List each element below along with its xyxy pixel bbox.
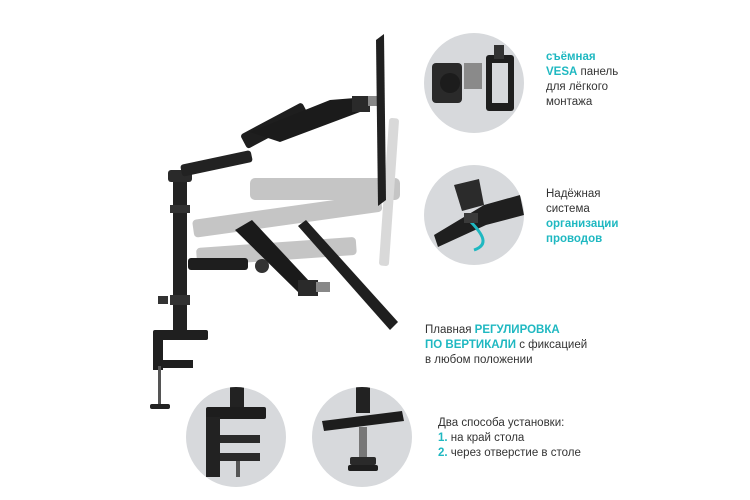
cable-caption-line1: Надёжная	[546, 188, 601, 200]
vesa-caption: съёмная VESA панель для лёгкого монтажа	[546, 50, 618, 110]
vesa-plate-icon	[432, 45, 514, 111]
mount-caption: Два способа установки: 1. на край стола …	[438, 416, 581, 461]
vesa-caption-line2-accent: VESA	[546, 66, 578, 78]
mount-option-2-label: через отверстие в столе	[450, 447, 581, 459]
vesa-plate-circle	[424, 33, 524, 133]
dual-monitor-arm-icon	[150, 34, 400, 409]
height-caption-line1-plain: Плавная	[425, 324, 475, 336]
mount-caption-title: Два способа установки:	[438, 417, 565, 429]
cable-caption-line3: организации	[546, 218, 619, 230]
cable-clip-icon	[434, 179, 524, 252]
height-caption-line2-rest: с фиксацией	[516, 339, 588, 351]
cable-caption-line4: проводов	[546, 233, 603, 245]
cable-caption: Надёжная система организации проводов	[546, 187, 618, 247]
grommet-mount-icon	[322, 387, 404, 471]
height-caption: Плавная РЕГУЛИРОВКА ПО ВЕРТИКАЛИ с фикса…	[425, 323, 587, 368]
height-caption-line2-accent: ПО ВЕРТИКАЛИ	[425, 339, 516, 351]
mount-option-1-label: на край стола	[450, 432, 525, 444]
vesa-caption-line4: монтажа	[546, 96, 593, 108]
height-caption-line3: в любом положении	[425, 354, 533, 366]
desk-clamp-icon	[206, 387, 266, 477]
grommet-mount-circle	[312, 387, 412, 487]
mount-option-1-num: 1.	[438, 432, 448, 444]
desk-clamp-circle	[186, 387, 286, 487]
vesa-caption-line2-rest: панель	[577, 66, 619, 78]
cable-management-circle	[424, 165, 524, 265]
cable-caption-line2: система	[546, 203, 590, 215]
height-caption-line1-accent: РЕГУЛИРОВКА	[474, 324, 560, 336]
vesa-caption-line1: съёмная	[546, 51, 596, 63]
vesa-caption-line3: для лёгкого	[546, 81, 609, 93]
mount-option-2-num: 2.	[438, 447, 448, 459]
